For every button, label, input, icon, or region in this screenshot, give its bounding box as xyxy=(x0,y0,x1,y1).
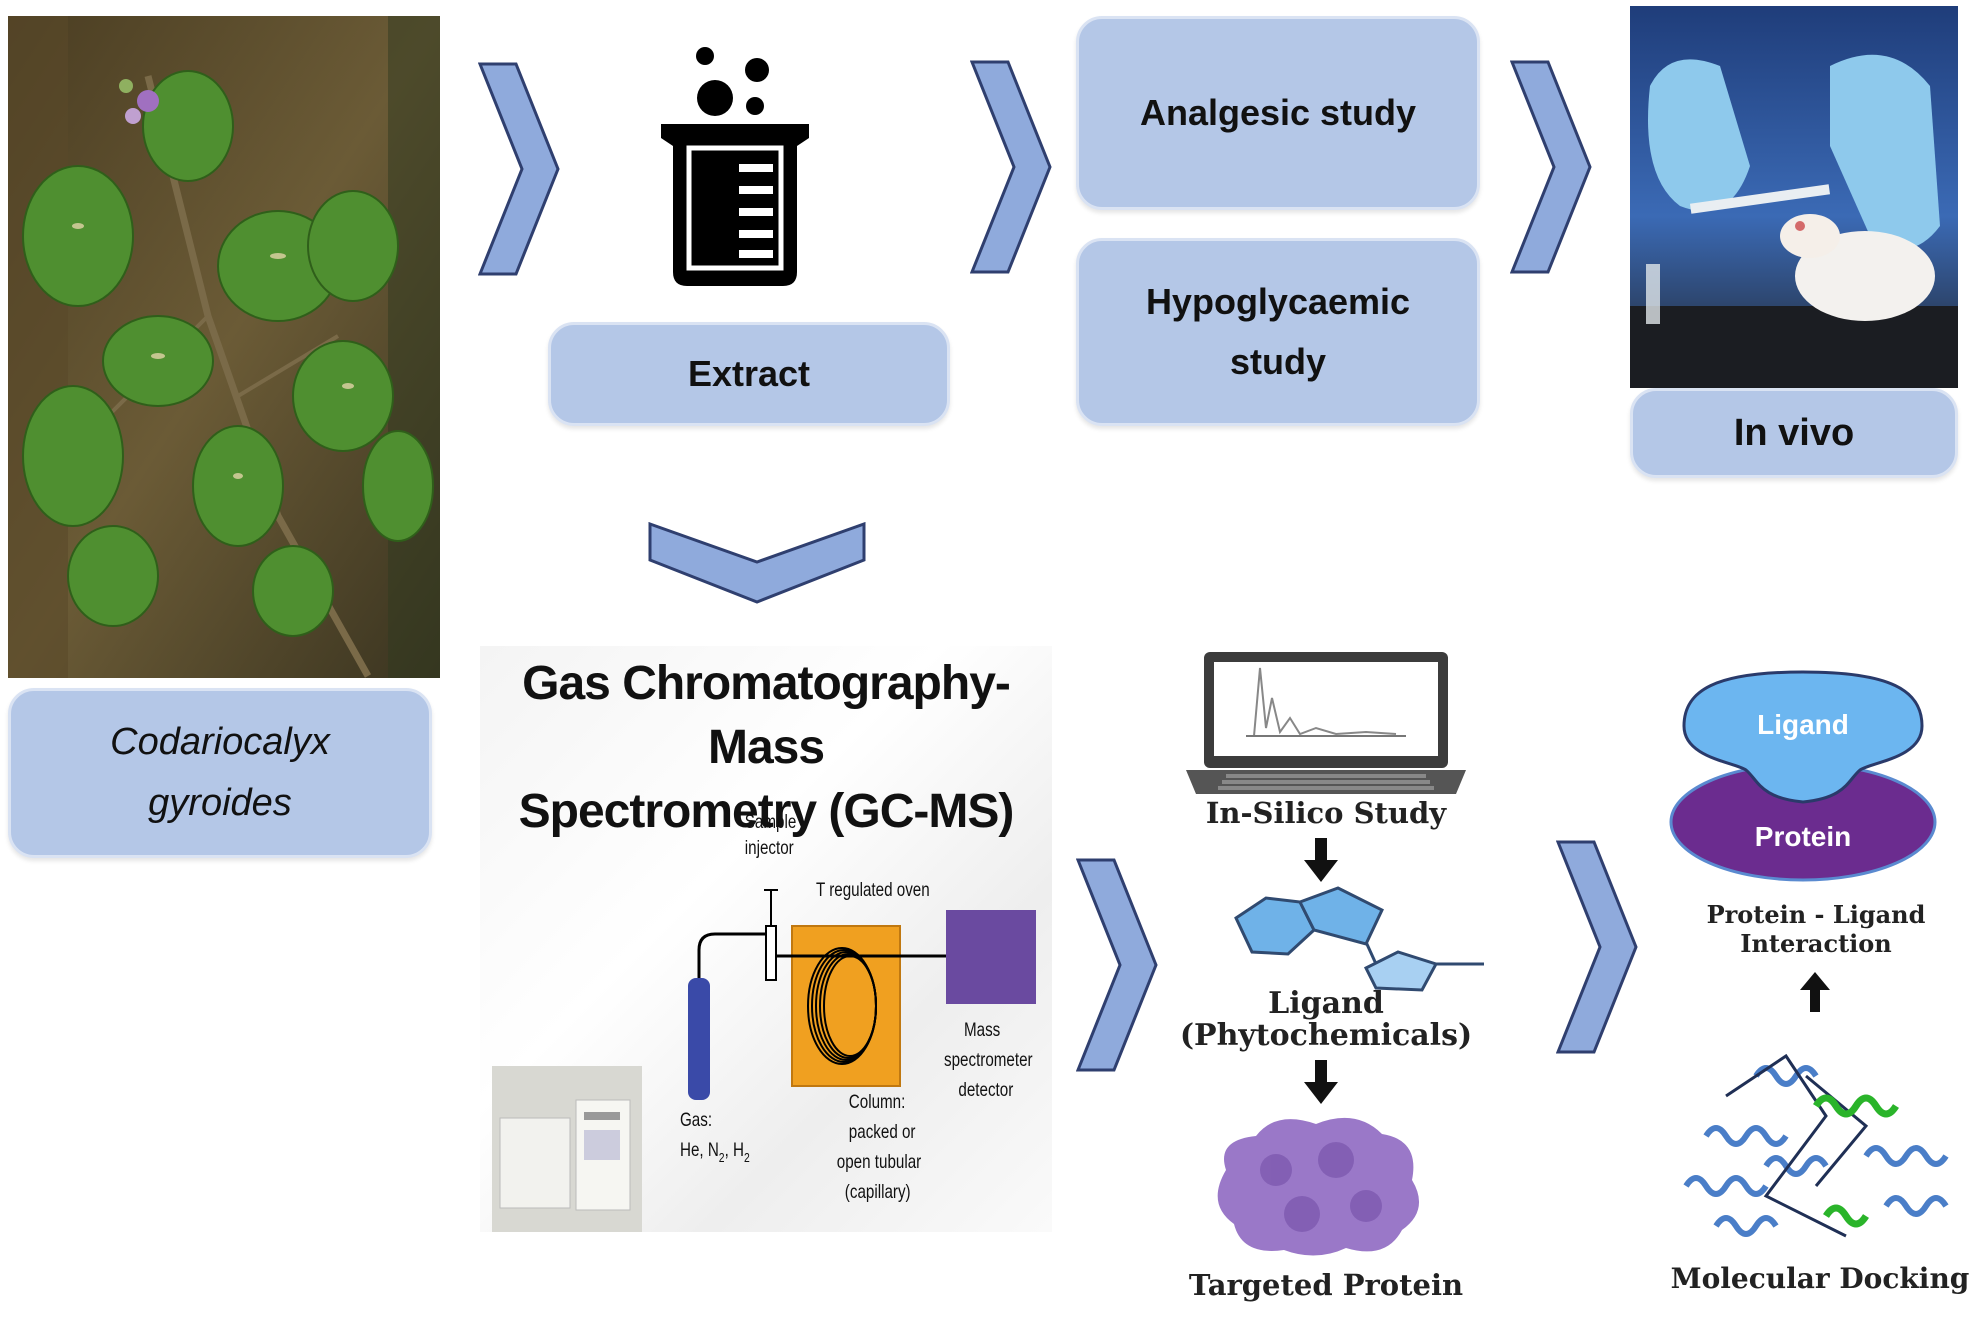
hypoglycaemic-line1: Hypoglycaemic xyxy=(1145,281,1411,322)
interaction-line1: Protein - Ligand xyxy=(1706,900,1926,929)
in-vivo-photo xyxy=(1630,6,1958,388)
in-vivo-label: In vivo xyxy=(1733,411,1855,454)
sample-injector xyxy=(765,925,777,981)
plant-name-box: Codariocalyx gyroides xyxy=(8,688,432,858)
analgesic-box: Analgesic study xyxy=(1076,16,1480,210)
column-label-2: packed or xyxy=(849,1120,916,1142)
chevron-down-icon xyxy=(648,522,866,604)
analgesic-label: Analgesic study xyxy=(1139,92,1417,133)
molecular-docking-label: Molecular Docking xyxy=(1670,1262,1970,1295)
ligand-label-line1: Ligand xyxy=(1268,986,1384,1021)
gas-label-2: He, N2, H2 xyxy=(680,1138,750,1165)
mass-label-3: detector xyxy=(958,1078,1013,1100)
column-label-1: Column: xyxy=(849,1090,906,1112)
ligand-label-line2: (Phytochemicals) xyxy=(1179,1018,1473,1053)
chevron-right-icon xyxy=(478,62,560,276)
mass-label-1: Mass xyxy=(964,1018,1000,1040)
sample-injector-label-1: Sample xyxy=(745,810,796,832)
docking-ligand-label: Ligand xyxy=(1757,709,1849,740)
chevron-right-icon xyxy=(1556,840,1638,1054)
hypoglycaemic-box: Hypoglycaemic study xyxy=(1076,238,1480,426)
mass-detector xyxy=(946,910,1036,1004)
extract-label: Extract xyxy=(687,353,811,394)
column-label-3: open tubular xyxy=(837,1150,922,1172)
plant-photo xyxy=(8,16,440,678)
ligand-protein-icon: Ligand Protein xyxy=(1669,670,1937,882)
gcms-title-line2: Spectrometry (GC-MS) xyxy=(518,785,1015,838)
sample-injector-label-2: injector xyxy=(745,836,794,858)
hypoglycaemic-line2: study xyxy=(1229,341,1326,382)
gcms-title: Gas Chromatography-Mass Spectrometry (GC… xyxy=(480,652,1052,838)
beaker-icon xyxy=(661,47,809,286)
chevron-right-icon xyxy=(1510,60,1592,274)
targeted-protein-icon xyxy=(1217,1117,1420,1256)
mass-label-2: spectrometer xyxy=(944,1048,1033,1070)
arrow-down-icon xyxy=(1304,1060,1338,1104)
targeted-protein-label: Targeted Protein xyxy=(1188,1268,1464,1302)
docking-protein-label: Protein xyxy=(1755,821,1851,852)
ligand-molecule-icon xyxy=(1234,886,1484,992)
arrow-down-icon xyxy=(1304,838,1338,882)
column-label-4: (capillary) xyxy=(845,1180,911,1202)
protein-structure-icon xyxy=(1683,1053,1949,1238)
arrow-up-icon xyxy=(1800,972,1830,1012)
gas-cylinder xyxy=(688,978,710,1100)
protein-ligand-interaction-label: Protein - Ligand Interaction xyxy=(1676,900,1956,958)
laptop-icon xyxy=(1186,652,1466,794)
ligand-phytochemicals-label: Ligand (Phytochemicals) xyxy=(1156,988,1496,1052)
gas-label-1: Gas: xyxy=(680,1108,712,1130)
plant-name-line2: gyroides xyxy=(148,782,292,824)
chevron-right-icon xyxy=(1076,858,1158,1072)
chevron-right-icon xyxy=(970,60,1052,274)
gcms-title-line1: Gas Chromatography-Mass xyxy=(522,657,1011,774)
oven-label: T regulated oven xyxy=(816,878,930,900)
plant-name-line1: Codariocalyx xyxy=(110,721,330,763)
extract-box: Extract xyxy=(548,322,950,426)
in-silico-label: In-Silico Study xyxy=(1205,796,1447,830)
gc-instrument-photo xyxy=(492,1066,642,1232)
interaction-line2: Interaction xyxy=(1740,929,1892,958)
in-vivo-box: In vivo xyxy=(1630,388,1958,478)
gcms-schematic: Sample injector T regulated oven Mass sp… xyxy=(492,810,1036,1232)
